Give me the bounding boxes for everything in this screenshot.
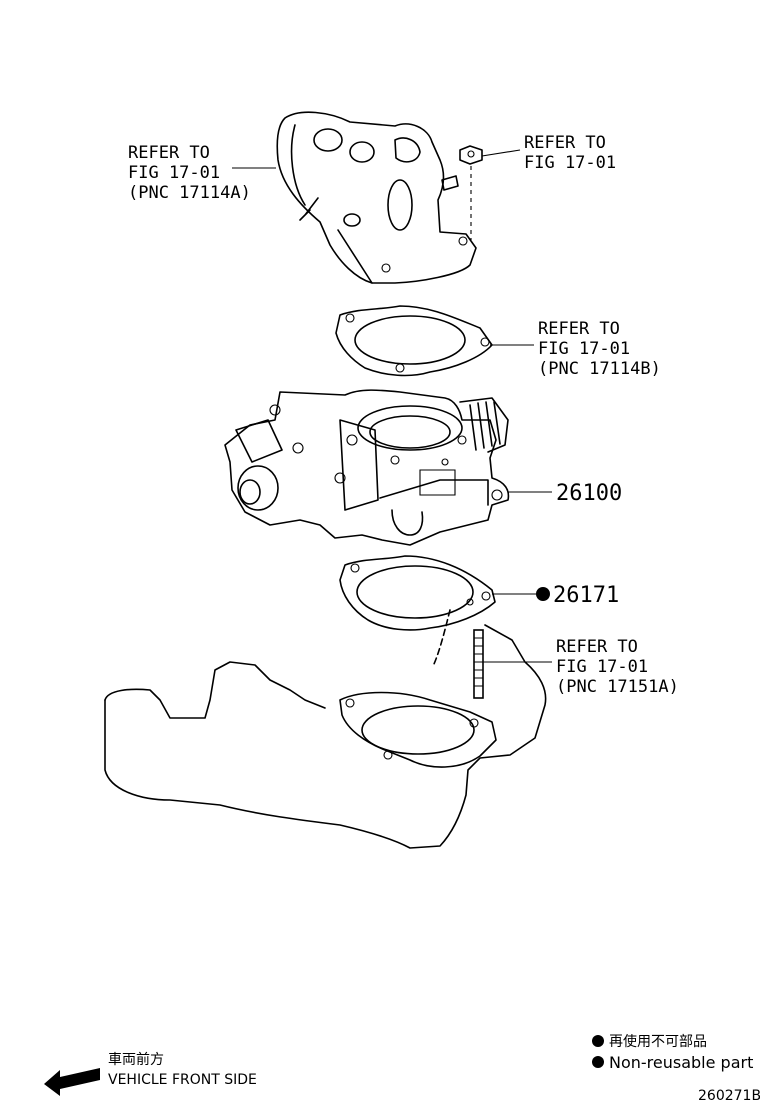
callout-text: FIG 17-01 (128, 163, 220, 183)
throttle-body-drawing (224, 389, 510, 546)
intake-manifold-drawing (104, 609, 547, 849)
callout-gasket-upper: REFER TO FIG 17-01 (PNC 17114B) (538, 319, 661, 379)
direction-en: VEHICLE FRONT SIDE (108, 1072, 257, 1088)
callout-text: REFER TO (128, 143, 210, 163)
callout-text: (PNC 17114B) (538, 359, 661, 379)
callout-top-right: REFER TO FIG 17-01 (524, 133, 616, 173)
callout-text: REFER TO (524, 133, 606, 153)
part-number-throttle-body: 26100 (556, 481, 622, 506)
callout-text: FIG 17-01 (524, 153, 616, 173)
nut-drawing (459, 145, 483, 240)
legend-en: Non-reusable part (609, 1053, 753, 1072)
legend: 再使用不可部品 Non-reusable part (592, 1033, 753, 1072)
part-number-gasket: 26171 (553, 583, 619, 608)
direction-jp: 車両前方 (108, 1051, 164, 1068)
stud-drawing (473, 629, 484, 699)
vehicle-front-indicator: 車両前方 VEHICLE FRONT SIDE (44, 1051, 257, 1096)
callout-text: FIG 17-01 (538, 339, 630, 359)
callout-text: REFER TO (538, 319, 620, 339)
non-reusable-dot-icon (536, 587, 550, 601)
arrow-left-icon (44, 1068, 100, 1096)
callout-top-left: REFER TO FIG 17-01 (PNC 17114A) (128, 143, 251, 203)
figure-id: 260271B (698, 1088, 760, 1104)
callout-text: FIG 17-01 (556, 657, 648, 677)
legend-dot-icon (592, 1035, 604, 1047)
lower-gasket-drawing (339, 555, 496, 631)
legend-dot-icon (592, 1056, 604, 1068)
callout-text: REFER TO (556, 637, 638, 657)
upper-gasket-drawing (335, 305, 493, 377)
leader-lines (232, 149, 552, 663)
callout-stud: REFER TO FIG 17-01 (PNC 17151A) (556, 637, 679, 697)
legend-jp: 再使用不可部品 (609, 1033, 707, 1050)
intake-connector-drawing (276, 111, 477, 284)
callout-text: (PNC 17114A) (128, 183, 251, 203)
callout-text: (PNC 17151A) (556, 677, 679, 697)
